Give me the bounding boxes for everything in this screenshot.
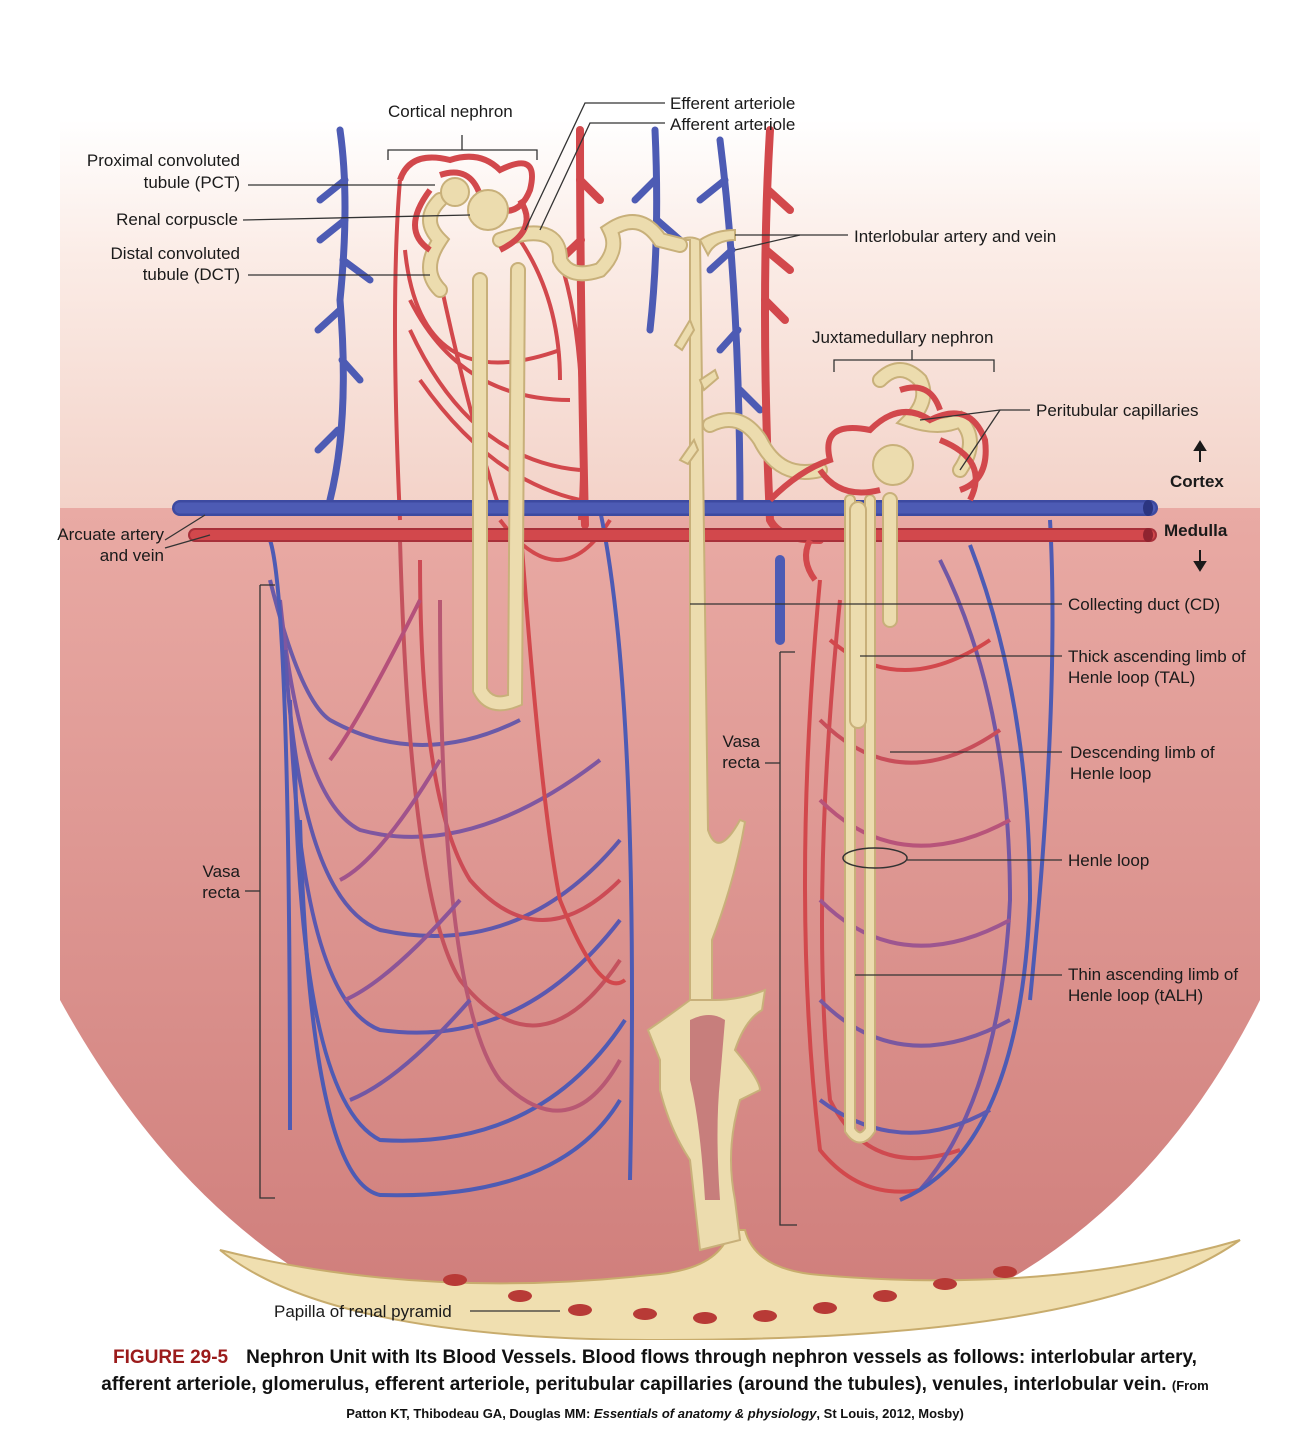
label-pct-line1: Proximal convoluted — [86, 151, 240, 170]
label-renal-corpuscle: Renal corpuscle — [116, 210, 238, 229]
label-medulla: Medulla — [1164, 521, 1228, 540]
orientation-arrows — [1193, 440, 1207, 572]
medulla-region — [60, 508, 1260, 1290]
caption-source: (From Patton KT, Thibodeau GA, Douglas M… — [346, 1378, 1209, 1421]
juxtamedullary-capillaries — [767, 384, 989, 582]
cortical-glomerulus-vessels — [397, 153, 535, 253]
label-vasa-recta-left-line1: Vasa — [202, 862, 241, 881]
label-henle-loop: Henle loop — [1068, 851, 1150, 870]
label-tal-line2: Henle loop (TAL) — [1068, 668, 1196, 687]
caption-text: Nephron Unit with Its Blood Vessels. Blo… — [101, 1347, 1197, 1395]
label-vasa-recta-right-line1: Vasa — [722, 732, 761, 751]
arcuate-vessels — [172, 500, 1158, 542]
nephron-diagram — [60, 102, 1260, 1340]
cortex-region — [60, 120, 1260, 510]
label-vasa-recta-left-line2: recta — [202, 883, 240, 902]
label-cortex: Cortex — [1170, 472, 1224, 491]
caption-source-book: Essentials of anatomy & physiology — [593, 1406, 817, 1421]
label-afferent-arteriole: Afferent arteriole — [670, 115, 796, 134]
label-tal-line1: Thick ascending limb of — [1068, 647, 1246, 666]
label-juxtamedullary: Juxtamedullary nephron — [812, 328, 994, 347]
label-collecting-duct: Collecting duct (CD) — [1068, 595, 1221, 614]
juxtamedullary-renal-corpuscle — [872, 444, 914, 486]
label-interlobular: Interlobular artery and vein — [854, 227, 1057, 246]
label-talh-line2: Henle loop (tALH) — [1068, 986, 1204, 1005]
cortical-renal-corpuscle — [440, 177, 509, 231]
label-arcuate-line1: Arcuate artery — [57, 525, 164, 544]
papilla — [219, 1229, 1241, 1340]
label-dct-line1: Distal convoluted — [110, 244, 240, 263]
label-dct-line2: tubule (DCT) — [142, 265, 240, 284]
left-vasa-recta — [268, 509, 634, 1198]
henle-loop-marker — [842, 847, 908, 869]
label-cortical-nephron: Cortical nephron — [388, 102, 513, 121]
caption-figure-number: FIGURE 29-5 — [113, 1347, 229, 1368]
leader-lines — [164, 102, 1062, 1312]
cortical-nephron-tubule — [422, 192, 688, 712]
right-vasa-recta — [775, 519, 1055, 1202]
label-peritubular: Peritubular capillaries — [1036, 401, 1199, 420]
label-vasa-recta-right-line2: recta — [722, 753, 760, 772]
label-pct-line2: tubule (PCT) — [143, 173, 240, 192]
label-papilla: Papilla of renal pyramid — [274, 1302, 452, 1321]
caption-source-b: , St Louis, 2012, Mosby) — [816, 1406, 964, 1421]
caption-source-a: (From Patton KT, Thibodeau GA, Douglas M… — [346, 1378, 1209, 1421]
label-efferent-arteriole: Efferent arteriole — [670, 94, 796, 113]
left-interlobular-vein — [314, 126, 374, 504]
label-talh-line1: Thin ascending limb of — [1068, 965, 1239, 984]
juxtamedullary-tubule — [702, 362, 978, 1144]
label-arcuate-line2: and vein — [99, 546, 164, 565]
label-descending-line2: Henle loop — [1070, 764, 1152, 783]
collecting-duct-lumen — [690, 1015, 725, 1200]
label-descending-line1: Descending limb of — [1070, 743, 1215, 762]
